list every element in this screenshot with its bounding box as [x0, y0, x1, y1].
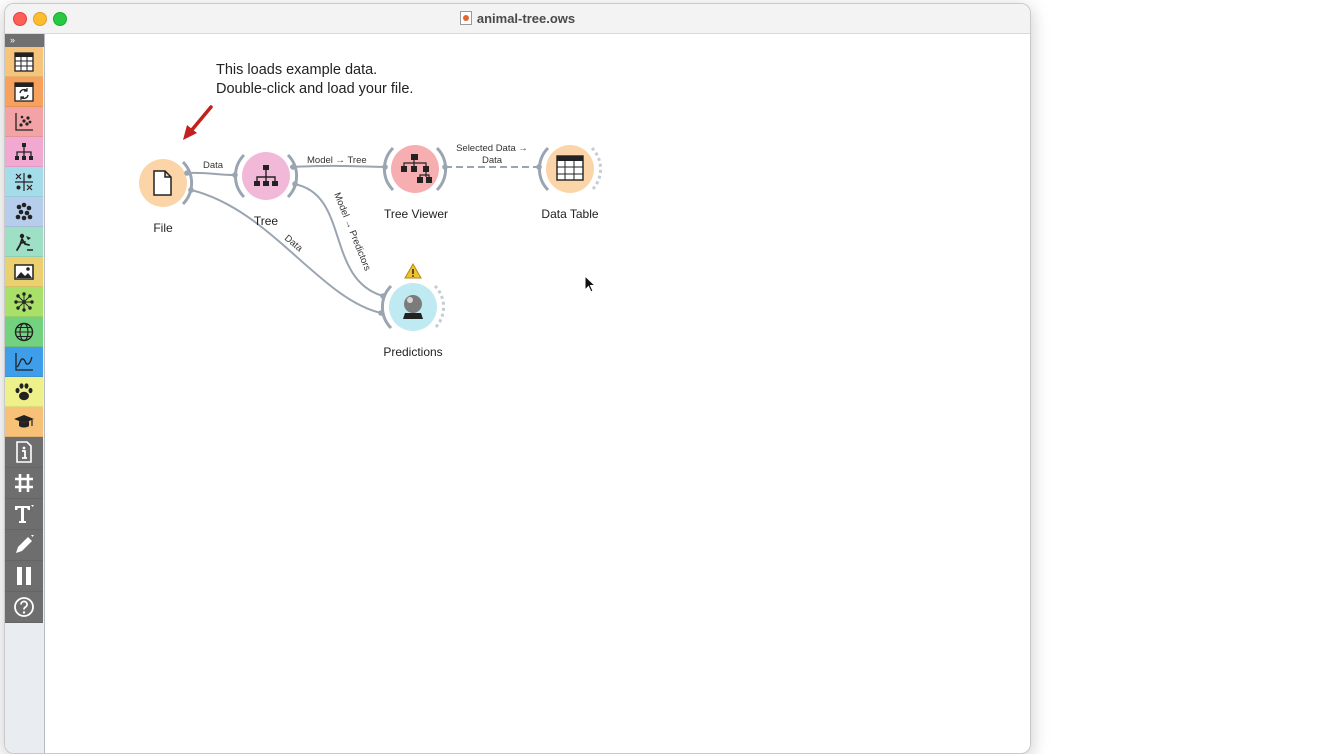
link-label-file-predictions: Data — [282, 233, 305, 255]
text-icon — [15, 505, 34, 523]
document-icon — [459, 11, 472, 25]
category-network-button[interactable] — [5, 287, 43, 317]
help-icon — [14, 597, 34, 617]
transform-icon — [14, 81, 34, 102]
category-image-analytics-button[interactable] — [5, 257, 43, 287]
category-education-button[interactable] — [5, 407, 43, 437]
zoom-button[interactable] — [53, 12, 67, 26]
category-geo-button[interactable] — [5, 317, 43, 347]
widget-label-predictions: Predictions — [383, 345, 443, 359]
text-annotation-button[interactable] — [5, 499, 43, 530]
info-button[interactable] — [5, 437, 43, 468]
annotation-arrow[interactable] — [189, 105, 213, 133]
table-icon — [14, 51, 34, 72]
category-timeseries-button[interactable] — [5, 347, 43, 377]
tree-icon — [15, 142, 33, 160]
pause-button[interactable] — [5, 561, 43, 592]
widget-toolbox: » — [5, 34, 45, 753]
link-tree-predictions[interactable] — [293, 183, 384, 297]
category-model-button[interactable] — [5, 137, 43, 167]
info-icon — [16, 441, 32, 463]
window-title-text: animal-tree.ows — [476, 11, 576, 26]
link-label-tree-predictions: Model → Predictors — [331, 191, 373, 273]
table-icon — [556, 155, 584, 181]
tree-viewer-icon — [401, 154, 432, 183]
category-unsupervised-button[interactable] — [5, 197, 43, 227]
image-icon — [14, 263, 34, 280]
paw-icon — [15, 382, 33, 400]
collapse-toolbox-button[interactable]: » — [5, 34, 44, 47]
category-educational-button[interactable] — [5, 227, 43, 257]
mouse-cursor-icon — [584, 274, 597, 293]
widget-label-tree: Tree — [253, 214, 279, 228]
link-file-predictions[interactable] — [190, 189, 382, 314]
widget-predictions[interactable] — [378, 283, 446, 331]
widget-label-file: File — [153, 221, 173, 235]
minimize-button[interactable] — [33, 12, 47, 26]
cluster-icon — [15, 202, 33, 220]
link-label-tree-viewer: Model → Tree — [307, 155, 367, 166]
widget-data-table[interactable] — [536, 145, 603, 193]
grid-icon — [15, 474, 33, 492]
scatter-icon — [15, 112, 33, 131]
evaluate-icon — [15, 172, 33, 191]
warning-icon[interactable] — [404, 262, 422, 279]
category-transform-button[interactable] — [5, 77, 43, 107]
widget-tree[interactable] — [232, 152, 299, 200]
category-visualize-button[interactable] — [5, 107, 43, 137]
link-label-file-tree: Data — [203, 160, 224, 171]
miner-icon — [16, 233, 33, 251]
link-label-viewer-table-line2: Data — [482, 155, 503, 166]
pause-icon — [17, 567, 31, 585]
file-icon — [153, 170, 172, 196]
title-bar: animal-tree.ows — [5, 4, 1030, 34]
category-data-button[interactable] — [5, 47, 43, 77]
app-window: animal-tree.ows » — [4, 3, 1031, 754]
workflow-graph: Data Model → Tree Selected Data → Data M… — [139, 105, 603, 331]
close-button[interactable] — [13, 12, 27, 26]
mortarboard-icon — [14, 414, 34, 427]
workflow-canvas[interactable]: Data Model → Tree Selected Data → Data M… — [45, 34, 1030, 753]
category-bioinformatics-button[interactable] — [5, 377, 43, 407]
window-title: animal-tree.ows — [5, 11, 1030, 26]
annotation-arrowhead — [183, 125, 197, 140]
category-evaluate-button[interactable] — [5, 167, 43, 197]
arrow-annotation-button[interactable] — [5, 530, 43, 561]
widget-label-tree-viewer: Tree Viewer — [383, 207, 449, 221]
crystal-ball-icon — [403, 295, 423, 319]
timeseries-icon — [15, 352, 33, 371]
widget-file[interactable] — [139, 159, 194, 207]
link-tree-viewer[interactable] — [289, 164, 386, 168]
annotation-text[interactable]: This loads example data. Double-click an… — [216, 61, 413, 99]
annotation-line-2: Double-click and load your file. — [216, 81, 414, 97]
globe-icon — [14, 322, 34, 341]
link-file-tree[interactable] — [186, 171, 236, 176]
tree-icon — [254, 165, 278, 186]
help-button[interactable] — [5, 592, 43, 623]
widget-label-data-table: Data Table — [541, 207, 599, 221]
widget-tree-viewer[interactable] — [382, 145, 448, 193]
link-label-viewer-table-line1: Selected Data → — [456, 143, 528, 154]
annotation-line-1: This loads example data. — [216, 62, 378, 78]
pencil-icon — [16, 535, 34, 553]
grid-button[interactable] — [5, 468, 43, 499]
network-icon — [14, 291, 34, 312]
